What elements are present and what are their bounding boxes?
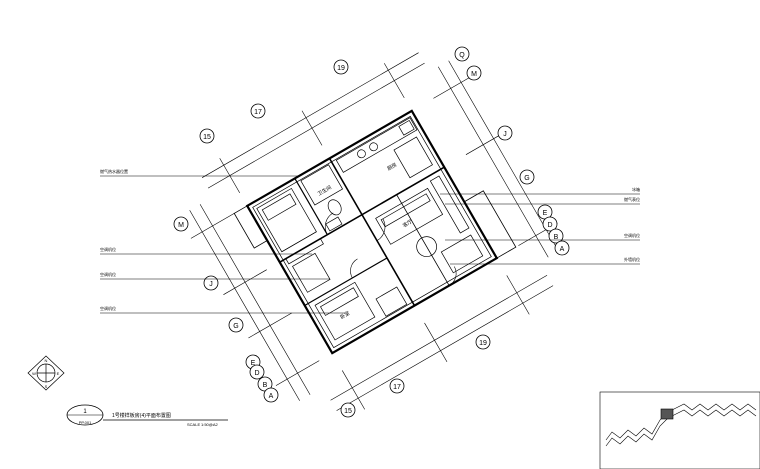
grid-label: 15 — [344, 408, 352, 415]
sheet-number: PP.001 — [79, 420, 92, 425]
dimension-line-bottom — [330, 274, 554, 411]
compass-e: E — [57, 371, 60, 376]
grid-label: E — [251, 360, 256, 367]
grid-label: 17 — [254, 109, 262, 116]
grid-label: A — [269, 393, 274, 400]
drawing-title: 1号楼样板房(4)平面布置图 — [112, 412, 171, 419]
grid-bubbles — [173, 46, 570, 418]
grid-label: J — [209, 281, 213, 288]
room-label-bath: 卫生间 — [316, 184, 333, 198]
dimension-line-right — [433, 60, 559, 258]
callout-left: 燃气热水器位置 — [100, 168, 128, 174]
grid-label: B — [263, 382, 268, 389]
grid-label: J — [503, 131, 507, 138]
scale-value: 1:50@A2 — [201, 422, 219, 427]
grid-label: G — [524, 175, 529, 182]
compass-icon — [27, 355, 65, 391]
dimension-line-left — [189, 204, 320, 401]
room-label-kitchen: 厨房 — [386, 161, 398, 172]
callout-labels-right: 冰箱 燃气表位 空调机位 外墙机位 — [624, 186, 640, 262]
kitchen-fixtures — [335, 117, 433, 179]
grid-label: B — [554, 234, 559, 241]
room-label-bedroom: 卧室 — [339, 310, 351, 321]
callout-left: 空调机位 — [100, 305, 116, 311]
grid-bubble-labels: 19 17 15 M J G E D B A 19 17 15 Q M J G … — [178, 52, 565, 415]
grid-label: M — [471, 71, 477, 78]
callout-left: 空调机位 — [100, 246, 116, 252]
callout-left: 空调机位 — [100, 271, 116, 277]
grid-label: Q — [459, 52, 465, 59]
grid-label: 19 — [479, 340, 487, 347]
callouts-left — [100, 175, 345, 314]
bedroom-two-furniture — [292, 252, 408, 341]
living-furniture — [375, 175, 484, 274]
grid-label: 17 — [393, 384, 401, 391]
room-label-living: 客厅 — [401, 218, 413, 229]
compass-letters: N W E S — [32, 358, 60, 389]
scale-label: SCALE — [187, 422, 200, 427]
dimension-line-top — [201, 52, 425, 194]
grid-label: M — [178, 222, 184, 229]
door-swings — [324, 212, 457, 286]
grid-label: E — [543, 210, 548, 217]
compass-n: N — [45, 358, 48, 363]
grid-label: G — [233, 323, 238, 330]
compass-w: W — [32, 371, 36, 376]
callout-right: 冰箱 — [632, 186, 640, 192]
bath-fixtures — [300, 164, 344, 232]
callouts-right — [440, 193, 640, 265]
bedroom-one-furniture — [256, 187, 324, 265]
outer-walls — [245, 109, 499, 355]
compass-s: S — [45, 384, 48, 389]
rotated-plan: 厨房 卫生间 客厅 卧室 — [189, 52, 559, 411]
callout-right: 外墙机位 — [624, 256, 640, 262]
grid-label: 19 — [337, 65, 345, 72]
title-block: 1 PP.001 1号楼样板房(4)平面布置图 SCALE 1:50@A2 — [66, 404, 228, 427]
key-plan — [599, 391, 760, 469]
grid-label: D — [254, 370, 259, 377]
balcony — [233, 190, 517, 259]
grid-label: D — [547, 222, 552, 229]
callout-labels-left: 燃气热水器位置 空调机位 空调机位 空调机位 — [100, 168, 128, 311]
grid-label: 15 — [203, 134, 211, 141]
callout-right: 燃气表位 — [624, 196, 640, 202]
detail-number: 1 — [83, 409, 87, 415]
grid-label: A — [560, 246, 565, 253]
callout-right: 空调机位 — [624, 232, 640, 238]
